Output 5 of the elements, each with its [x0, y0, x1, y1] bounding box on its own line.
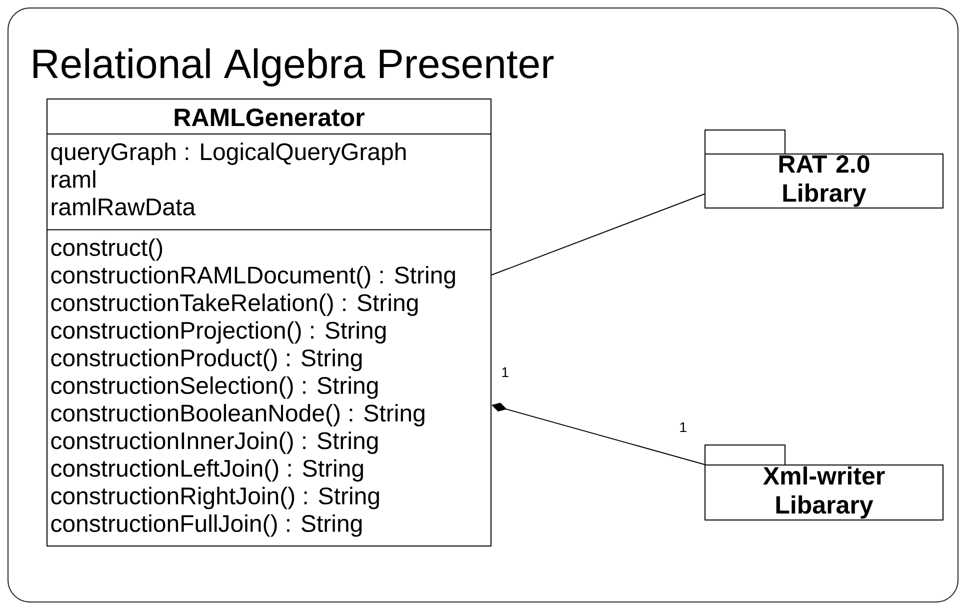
package-box: Xml-writer Libarary: [704, 444, 944, 520]
package-box: RAT 2.0 Library: [704, 130, 944, 208]
class-box: RAMLGenerator queryGraph : LogicalQueryGraph raml ramlRawData construct() constructionRAMLDocument() : String constructionTakeRelation() : String constructionProjection() : String constructionProduct() : String constructionSelection() : String constructionBooleanNode() : String constructionInnerJoin() : String constructionLeftJoin() : String constructionRightJoin() : String constructionFullJoin() : String: [46, 98, 492, 546]
association-line: [491, 194, 705, 276]
multiplicity-label: 1: [680, 422, 686, 432]
